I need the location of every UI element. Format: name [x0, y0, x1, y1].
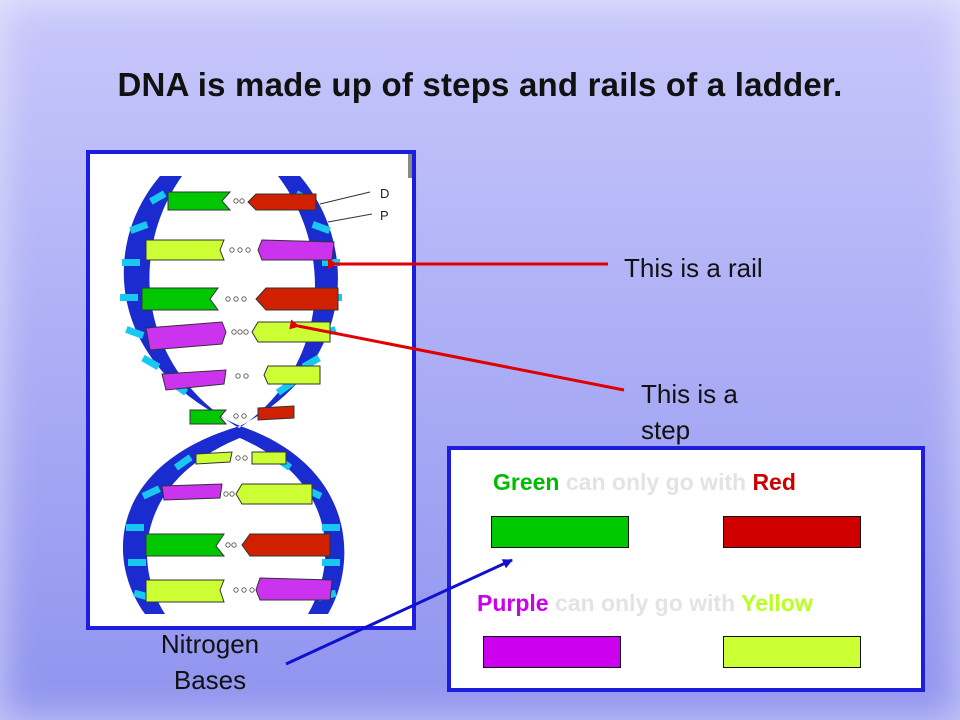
dna-backbone-right: [230, 176, 345, 614]
red-swatch: [723, 516, 861, 548]
hydrogen-bonds: [223, 198, 255, 593]
base-pairs: [141, 191, 339, 603]
rule2-first-color: Purple: [477, 590, 549, 616]
base-pairing-key: Green can only go with Red Purple can on…: [447, 446, 925, 692]
nitrogen-bases-label: Nitrogen Bases: [160, 629, 260, 695]
step-label: This is a step: [641, 379, 738, 445]
dna-backbone-left: [122, 176, 250, 614]
rule1-connector: can only go with: [559, 469, 753, 495]
pairing-rule-purple-yellow: Purple can only go with Yellow: [477, 590, 813, 617]
pairing-rule-green-red: Green can only go with Red: [493, 469, 796, 496]
strand-label-p: P: [380, 208, 389, 223]
rule1-first-color: Green: [493, 469, 560, 495]
dna-diagram: D P: [86, 150, 416, 630]
green-swatch: [491, 516, 629, 548]
edge-mark: [408, 154, 412, 178]
strand-label-d: D: [380, 186, 389, 201]
purple-swatch: [483, 636, 621, 668]
yellow-swatch: [723, 636, 861, 668]
dna-illustration: D P: [120, 154, 412, 614]
rule1-second-color: Red: [752, 469, 796, 495]
strand-label-lines: [319, 191, 373, 223]
rule2-second-color: Yellow: [741, 590, 813, 616]
rail-label: This is a rail: [624, 253, 763, 283]
slide-title: DNA is made up of steps and rails of a l…: [117, 66, 843, 103]
rule2-connector: can only go with: [548, 590, 742, 616]
